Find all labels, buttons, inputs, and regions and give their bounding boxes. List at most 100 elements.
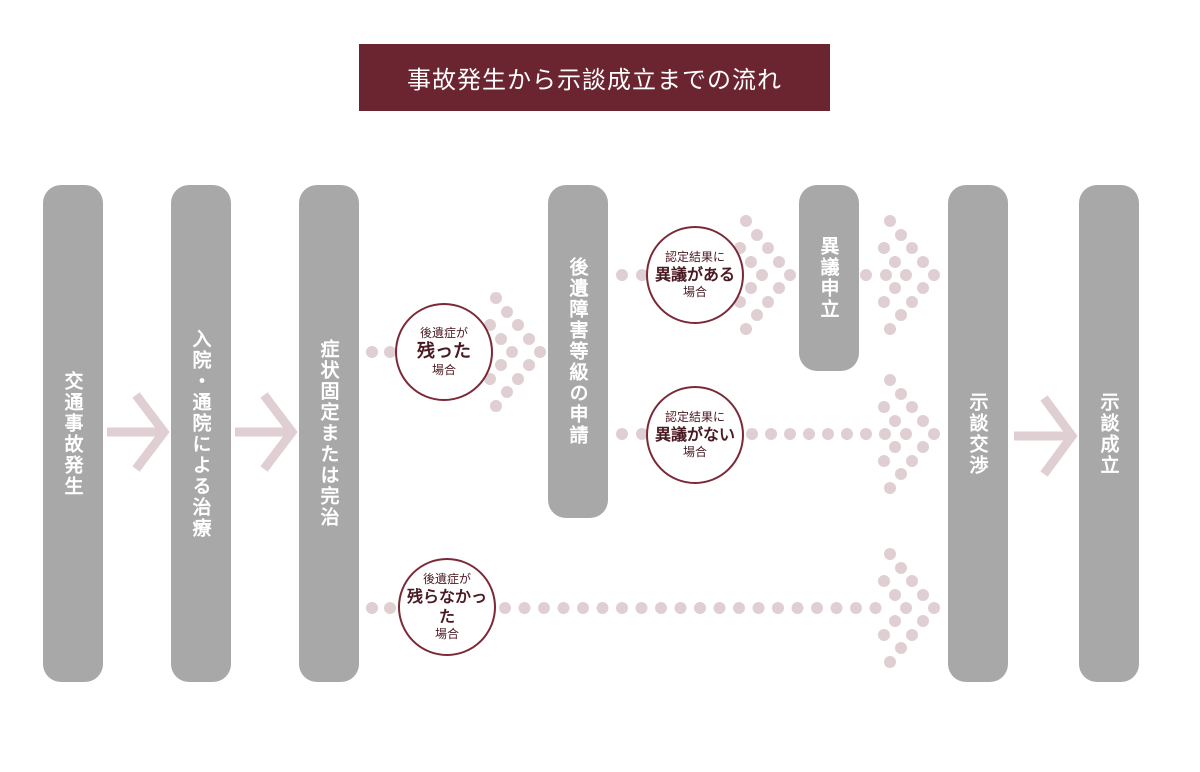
connector-dot: [484, 373, 496, 385]
connector-dot: [895, 309, 907, 321]
connector-dot: [850, 602, 862, 614]
connector-dot: [506, 346, 518, 358]
connector-dot: [596, 602, 609, 614]
badge-agree: 認定結果に 異議がない 場合: [646, 386, 744, 484]
connector-dot: [773, 256, 785, 268]
connector-dot: [889, 441, 901, 453]
step-application-label: 後遺障害等級の申請: [566, 257, 589, 446]
connector-dot: [501, 386, 513, 398]
connector-dot: [830, 602, 843, 614]
step-treatment-label: 入院・通院による治療: [189, 328, 212, 539]
connector-dot: [557, 602, 570, 614]
badge-disagree-main: 異議がある: [654, 265, 735, 284]
connector-dot: [822, 428, 834, 440]
badge-remained-bottom: 場合: [431, 363, 456, 378]
connector-dot: [906, 401, 918, 413]
step-objection-label: 異議申立: [817, 236, 840, 320]
badge-remained: 後遺症が 残った 場合: [395, 303, 493, 401]
badge-not-remained-bottom: 場合: [434, 627, 459, 641]
connector-dot: [512, 373, 524, 385]
connector-dot: [895, 229, 907, 241]
badge-remained-main: 残った: [417, 340, 471, 362]
connector-dot: [889, 589, 901, 601]
connector-dot: [917, 441, 929, 453]
badge-not-remained-top: 後遺症が: [422, 572, 471, 586]
connector-dot: [523, 359, 535, 371]
connector-dot: [889, 256, 901, 268]
connector-dot: [895, 388, 907, 400]
connector-dot: [773, 282, 785, 294]
connector-dot: [884, 548, 896, 560]
connector-dot: [895, 642, 907, 654]
connector-dot: [900, 602, 912, 614]
connector-dot: [895, 468, 907, 480]
badge-agree-main: 異議がない: [654, 425, 735, 444]
step-fixed-label: 症状固定または完治: [317, 339, 340, 528]
badge-agree-top: 認定結果に: [664, 410, 725, 424]
connector-dot: [928, 428, 940, 440]
step-accident: 交通事故発生: [43, 185, 103, 682]
connector-dot: [784, 269, 796, 281]
connector-dot: [616, 602, 628, 614]
connector-dot: [884, 482, 896, 494]
connector-dot: [878, 401, 890, 413]
connector-dot: [895, 562, 907, 574]
connector-dot: [762, 296, 774, 308]
solid-arrow-1: [107, 392, 170, 472]
step-accident-label: 交通事故発生: [61, 370, 84, 497]
connector-dot: [917, 615, 929, 627]
solid-arrow-3: [1014, 395, 1078, 477]
connector-dot: [917, 415, 929, 427]
page-title: 事故発生から示談成立までの流れ: [359, 44, 830, 111]
connector-dot: [384, 346, 396, 358]
connector-dot: [803, 428, 815, 440]
connector-dot: [733, 602, 745, 614]
connector-dot: [745, 256, 757, 268]
connector-dot: [878, 629, 890, 641]
connector-dot: [636, 428, 648, 440]
connector-dot: [534, 346, 546, 358]
connector-dot: [674, 602, 687, 614]
step-settlement-label: 示談成立: [1097, 391, 1120, 476]
step-application: 後遺障害等級の申請: [548, 185, 608, 518]
badge-disagree-bottom: 場合: [682, 285, 707, 299]
badge-not-remained: 後遺症が 残らなかった 場合: [398, 558, 496, 656]
connector-dot: [791, 602, 804, 614]
connector-dot: [490, 292, 502, 304]
connector-dot: [860, 428, 872, 440]
connector-dot: [811, 602, 823, 614]
connector-dot: [740, 323, 752, 335]
connector-dot: [538, 602, 550, 614]
connector-dot: [366, 602, 378, 614]
connector-dot: [869, 602, 882, 614]
connector-dot: [751, 309, 763, 321]
connector-dot: [501, 306, 513, 318]
connector-dot: [906, 629, 918, 641]
connector-dot: [906, 455, 918, 467]
connector-dot: [751, 229, 763, 241]
badge-remained-top: 後遺症が: [419, 325, 468, 340]
connector-dot: [636, 269, 648, 281]
connector-dot: [878, 455, 890, 467]
connector-dot: [366, 346, 378, 358]
connector-dot: [655, 602, 667, 614]
dotted-connectors: [366, 215, 940, 668]
connector-dot: [900, 269, 912, 281]
badge-not-remained-main: 残らなかった: [406, 587, 487, 626]
connector-dot: [772, 602, 784, 614]
connector-dot: [694, 602, 706, 614]
connector-dot: [635, 602, 648, 614]
connector-dot: [928, 602, 940, 614]
badge-agree-bottom: 場合: [682, 445, 707, 459]
connector-dot: [889, 415, 901, 427]
connector-dot: [616, 428, 628, 440]
step-treatment: 入院・通院による治療: [171, 185, 231, 682]
connector-dot: [900, 428, 912, 440]
connector-dot: [889, 282, 901, 294]
connector-dot: [495, 359, 507, 371]
connector-dot: [917, 589, 929, 601]
connector-dot: [499, 602, 511, 614]
connector-dot: [577, 602, 589, 614]
connector-dot: [523, 333, 535, 345]
